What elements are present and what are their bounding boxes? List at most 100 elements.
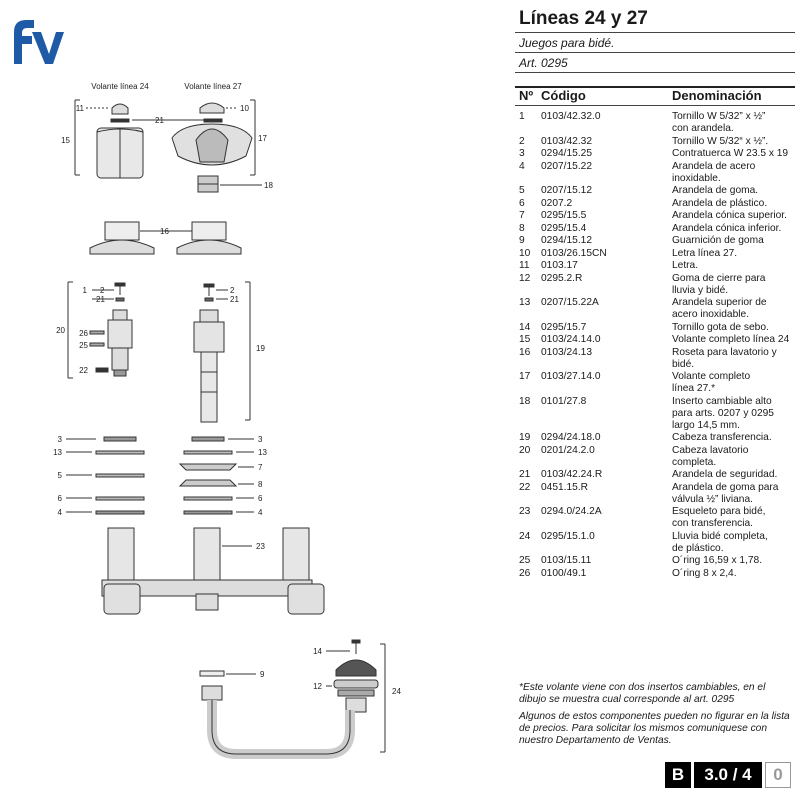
description-line: de plástico. [672, 542, 724, 554]
callout-26: 26 [79, 329, 88, 338]
row-number: 7 [519, 210, 525, 221]
description-line: con arandela. [672, 123, 734, 134]
row-number: 4 [519, 160, 525, 172]
row-number: 25 [519, 555, 531, 566]
asterisk-note: *Este volante viene con dos insertos cam… [519, 682, 766, 705]
row-number: 14 [519, 321, 531, 333]
table-row: 19 0294/24.18.0 Cabeza transferencia. [519, 432, 794, 445]
row-description: Contratuerca W 23.5 x 19 [672, 148, 796, 160]
row-code: 0207.2 [541, 197, 573, 209]
callout-13-left: 13 [53, 448, 62, 457]
callout-16: 16 [160, 227, 169, 236]
row-number: 10 [519, 247, 531, 259]
page-badge: B 3.0 / 4 0 [665, 762, 791, 788]
row-description: Lluvia bidé completa,de plástico. [672, 531, 796, 555]
row-code: 0294/15.25 [541, 148, 592, 159]
section-letter: B [665, 762, 691, 788]
row-code: 0103/26.15CN [541, 247, 607, 259]
description-line: línea 27.* [672, 383, 716, 394]
description-line: completa. [672, 456, 717, 468]
row-description: Letra. [672, 260, 796, 272]
description-line: Letra línea 27. [672, 247, 738, 259]
callout-10: 10 [240, 104, 249, 113]
row-description: Arandela de plástico. [672, 198, 796, 210]
row-number: 22 [519, 481, 531, 493]
part-24-bidet-spray [199, 639, 379, 759]
description-line: Letra. [672, 260, 699, 271]
description-line: lluvia y bidé. [672, 284, 729, 296]
part-19-transfer-head [193, 283, 228, 423]
callout-9: 9 [260, 670, 265, 679]
page-number: 3.0 / 4 [694, 762, 762, 788]
row-number: 8 [519, 222, 525, 234]
description-line: Lluvia bidé completa, [672, 530, 768, 542]
row-code: 0294/24.18.0 [541, 432, 601, 443]
row-code: 0295/15.1.0 [541, 530, 595, 542]
callout-4-right: 4 [258, 508, 263, 517]
description-line: Cabeza transferencia. [672, 432, 772, 443]
description-line: para arts. 0207 y 0295 [672, 407, 774, 419]
header-number: Nº [519, 88, 534, 103]
description-line: O´ring 8 x 2,4. [672, 567, 737, 579]
callout-23: 23 [256, 542, 265, 551]
row-number: 20 [519, 444, 531, 456]
row-number: 19 [519, 432, 531, 443]
description-line: Arandela de goma para [672, 481, 779, 493]
row-number: 6 [519, 197, 525, 209]
callout-14: 14 [313, 647, 322, 656]
row-code: 0294.0/24.2A [541, 506, 602, 517]
part-10-letter [199, 102, 225, 114]
row-description: Arandela de seguridad. [672, 469, 796, 481]
fv-logo [14, 20, 64, 64]
availability-note: Algunos de estos componentes pueden no f… [519, 711, 790, 746]
row-number: 11 [519, 260, 530, 271]
washer-stack-left [66, 436, 145, 515]
row-description: O´ring 16,59 x 1,78. [672, 555, 796, 567]
description-line: Esqueleto para bidé, [672, 506, 766, 517]
callout-1-left: 1 [83, 286, 88, 295]
description-line: Tornillo W 5/32” x ½” [672, 111, 766, 122]
part-15-handle-24 [96, 118, 144, 179]
description-line: Contratuerca W 23.5 x 19 [672, 148, 789, 159]
callout-7: 7 [258, 463, 263, 472]
row-number: 26 [519, 567, 531, 579]
callout-2-left: 2 [100, 286, 105, 295]
row-description: Guarnición de goma [672, 235, 796, 247]
row-description: Arandela cónica superior. [672, 210, 796, 222]
description-line: válvula ½” liviana. [672, 493, 753, 505]
row-code: 0294/15.12 [541, 235, 592, 246]
row-code: 0100/49.1 [541, 567, 587, 579]
row-code: 0295/15.5 [541, 210, 587, 221]
row-description: O´ring 8 x 2,4. [672, 568, 796, 580]
divider [515, 105, 795, 106]
description-line: bidé. [672, 358, 695, 370]
part-18-insert [197, 175, 262, 193]
part-17-handle-27 [171, 118, 253, 166]
table-row: 26 0100/49.1 O´ring 8 x 2,4. [519, 568, 794, 581]
row-number: 3 [519, 148, 525, 159]
description-line: Arandela de goma. [672, 185, 759, 196]
description-line: Guarnición de goma [672, 235, 764, 246]
row-number: 18 [519, 395, 531, 407]
row-description: Volante completo línea 24 [672, 334, 796, 346]
row-description: Tornillo W 5/32” x ½”con arandela. [672, 111, 796, 135]
divider [515, 72, 795, 73]
description-line: Volante completo línea 24 [672, 334, 790, 345]
divider [515, 86, 795, 88]
header-name: Denominación [672, 88, 762, 103]
row-code: 0295/15.4 [541, 222, 587, 234]
description-line: acero inoxidable. [672, 309, 750, 320]
